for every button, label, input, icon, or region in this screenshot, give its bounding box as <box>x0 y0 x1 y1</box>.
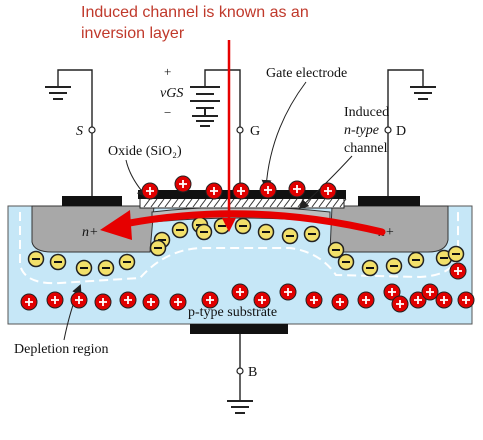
circled-minus-icon <box>171 221 189 239</box>
circled-minus-icon <box>327 241 345 259</box>
circled-plus-icon <box>421 283 439 301</box>
circled-plus-icon <box>357 291 375 309</box>
circled-minus-icon <box>75 259 93 277</box>
circled-minus-icon <box>303 225 321 243</box>
circled-plus-icon <box>457 291 475 309</box>
depletion-label: Depletion region <box>14 342 108 357</box>
source-terminal <box>88 126 96 134</box>
circled-plus-icon <box>305 291 323 309</box>
caption-line-1: Induced channel is known as an <box>81 4 309 21</box>
circled-plus-icon <box>253 291 271 309</box>
circled-minus-icon <box>361 259 379 277</box>
circled-plus-icon <box>174 175 192 193</box>
circled-minus-icon <box>49 253 67 271</box>
circled-minus-icon <box>149 239 167 257</box>
drain-n-region <box>329 205 449 253</box>
caption: Induced channel is known as an inversion… <box>81 2 381 44</box>
circled-plus-icon <box>319 182 337 200</box>
circled-plus-icon <box>205 182 223 200</box>
drain-contact <box>358 196 420 206</box>
induced-label-1: Induced <box>344 105 389 120</box>
drain-label: D <box>396 124 406 139</box>
electrons <box>27 216 465 277</box>
circled-plus-icon <box>119 291 137 309</box>
circled-minus-icon <box>281 227 299 245</box>
circled-plus-icon <box>435 291 453 309</box>
circled-plus-icon <box>46 291 64 309</box>
gate-electrode-label: Gate electrode <box>266 66 347 81</box>
vgs-minus: − <box>164 105 171 120</box>
channel-arrow <box>120 210 386 236</box>
gate-label: G <box>250 124 260 139</box>
holes <box>20 175 475 313</box>
wiring <box>57 69 424 400</box>
caption-line-2: inversion layer <box>81 25 185 42</box>
channel-arrow-head <box>100 210 132 240</box>
caption-pointer-head <box>222 218 236 232</box>
circled-minus-icon <box>27 250 45 268</box>
gate-terminal <box>236 126 244 134</box>
circled-plus-icon <box>288 180 306 198</box>
circled-plus-icon <box>232 182 250 200</box>
oxide-label: Oxide (SiO₂) <box>108 144 182 159</box>
depletion-boundary <box>19 212 459 285</box>
circled-minus-icon <box>234 217 252 235</box>
body-contact <box>190 324 288 334</box>
circled-plus-icon <box>231 283 249 301</box>
circled-minus-icon <box>385 257 403 275</box>
circled-plus-icon <box>142 293 160 311</box>
circled-plus-icon <box>449 262 467 280</box>
circled-minus-icon <box>97 259 115 277</box>
circled-minus-icon <box>257 223 275 241</box>
induced-label-3: channel <box>344 141 388 156</box>
circled-minus-icon <box>447 245 465 263</box>
source-label: S <box>76 124 83 139</box>
circled-minus-icon <box>337 253 355 271</box>
circled-plus-icon <box>409 291 427 309</box>
induced-label-2: n-type <box>344 123 379 138</box>
circled-plus-icon <box>141 182 159 200</box>
circled-plus-icon <box>331 293 349 311</box>
body-label: B <box>248 365 257 380</box>
body-terminal <box>236 367 244 375</box>
vgs-label: vGS <box>160 86 183 101</box>
ground-icon <box>410 86 436 100</box>
source-contact <box>62 196 122 206</box>
circled-plus-icon <box>391 295 409 313</box>
circled-plus-icon <box>201 291 219 309</box>
circled-minus-icon <box>195 223 213 241</box>
ground-icon <box>227 400 253 414</box>
circled-plus-icon <box>259 181 277 199</box>
circled-minus-icon <box>118 253 136 271</box>
circled-plus-icon <box>20 293 38 311</box>
drain-terminal <box>384 126 392 134</box>
battery-icon <box>190 86 220 127</box>
ground-icon <box>45 86 71 100</box>
circled-plus-icon <box>70 291 88 309</box>
circled-plus-icon <box>169 293 187 311</box>
circled-plus-icon <box>94 293 112 311</box>
source-region-label: n+ <box>82 225 98 240</box>
circled-plus-icon <box>383 283 401 301</box>
vgs-plus: + <box>164 64 171 79</box>
circled-plus-icon <box>279 283 297 301</box>
substrate-label: p-type substrate <box>188 305 277 320</box>
circled-minus-icon <box>407 251 425 269</box>
